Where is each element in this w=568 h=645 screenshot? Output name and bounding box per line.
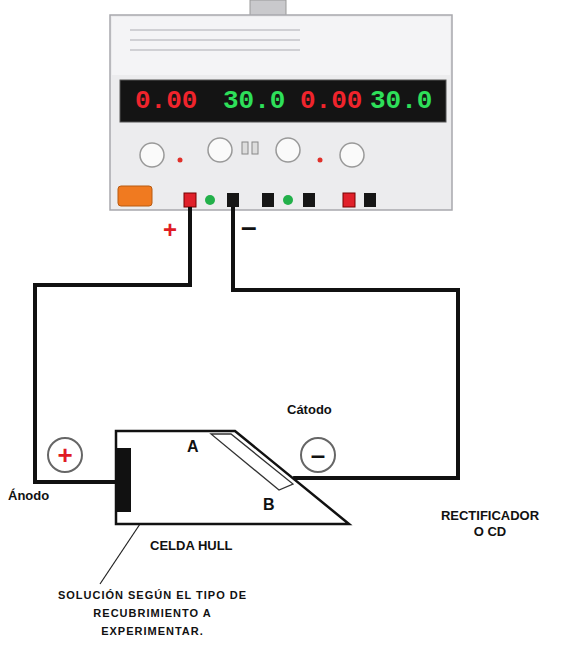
terminal [343, 193, 355, 207]
wire [233, 207, 458, 478]
hull-cell: AB [115, 430, 350, 525]
display-reading: 0.00 [135, 88, 197, 114]
knob [276, 138, 300, 162]
terminal-sign: + [163, 216, 177, 245]
indicator-led [178, 158, 183, 163]
panel-stripe [130, 29, 300, 31]
cell-outline [115, 430, 350, 525]
display-reading: 0.00 [300, 88, 362, 114]
negative-terminal [227, 193, 239, 207]
supply-body [110, 15, 452, 210]
knob [140, 143, 164, 167]
cell-label: CELDA HULL [150, 538, 233, 554]
corner-letter: A [187, 438, 199, 456]
panel-stripe [130, 49, 300, 51]
power-supply: 0.00 30.0 0.00 30.0 [105, 0, 455, 207]
panel-stripe [130, 39, 300, 41]
electrode-label: Ánodo [8, 488, 49, 504]
anode-plate [117, 448, 131, 512]
polarity-sign: – [302, 439, 334, 471]
corner-letter: B [263, 496, 275, 514]
indicator-led [318, 158, 323, 163]
display-reading: 30.0 [370, 88, 432, 114]
electrode-label: Cátodo [287, 402, 332, 418]
terminal [262, 193, 274, 207]
positive-terminal [184, 193, 196, 207]
terminal [303, 193, 315, 207]
polarity-sign: + [49, 439, 81, 471]
cell-body [116, 431, 349, 524]
polarity-circle: + [47, 437, 83, 473]
ground-terminal [205, 195, 215, 205]
polarity-circle: – [300, 437, 336, 473]
terminal [364, 193, 376, 207]
cathode-plate [211, 434, 293, 490]
display-reading: 30.0 [223, 88, 285, 114]
ground-terminal [283, 195, 293, 205]
supply-label: RECTIFICADOR O CD [435, 508, 545, 539]
display-window [120, 80, 446, 122]
switch-button [242, 142, 248, 154]
knob [208, 138, 232, 162]
power-switch [118, 186, 152, 206]
knob [340, 143, 364, 167]
switch-button [252, 142, 258, 154]
supply-top-panel [112, 17, 450, 75]
note-text: SOLUCIÓN SEGÚN EL TIPO DE RECUBRIMIENTO … [45, 586, 260, 640]
terminal-sign: – [241, 210, 257, 244]
